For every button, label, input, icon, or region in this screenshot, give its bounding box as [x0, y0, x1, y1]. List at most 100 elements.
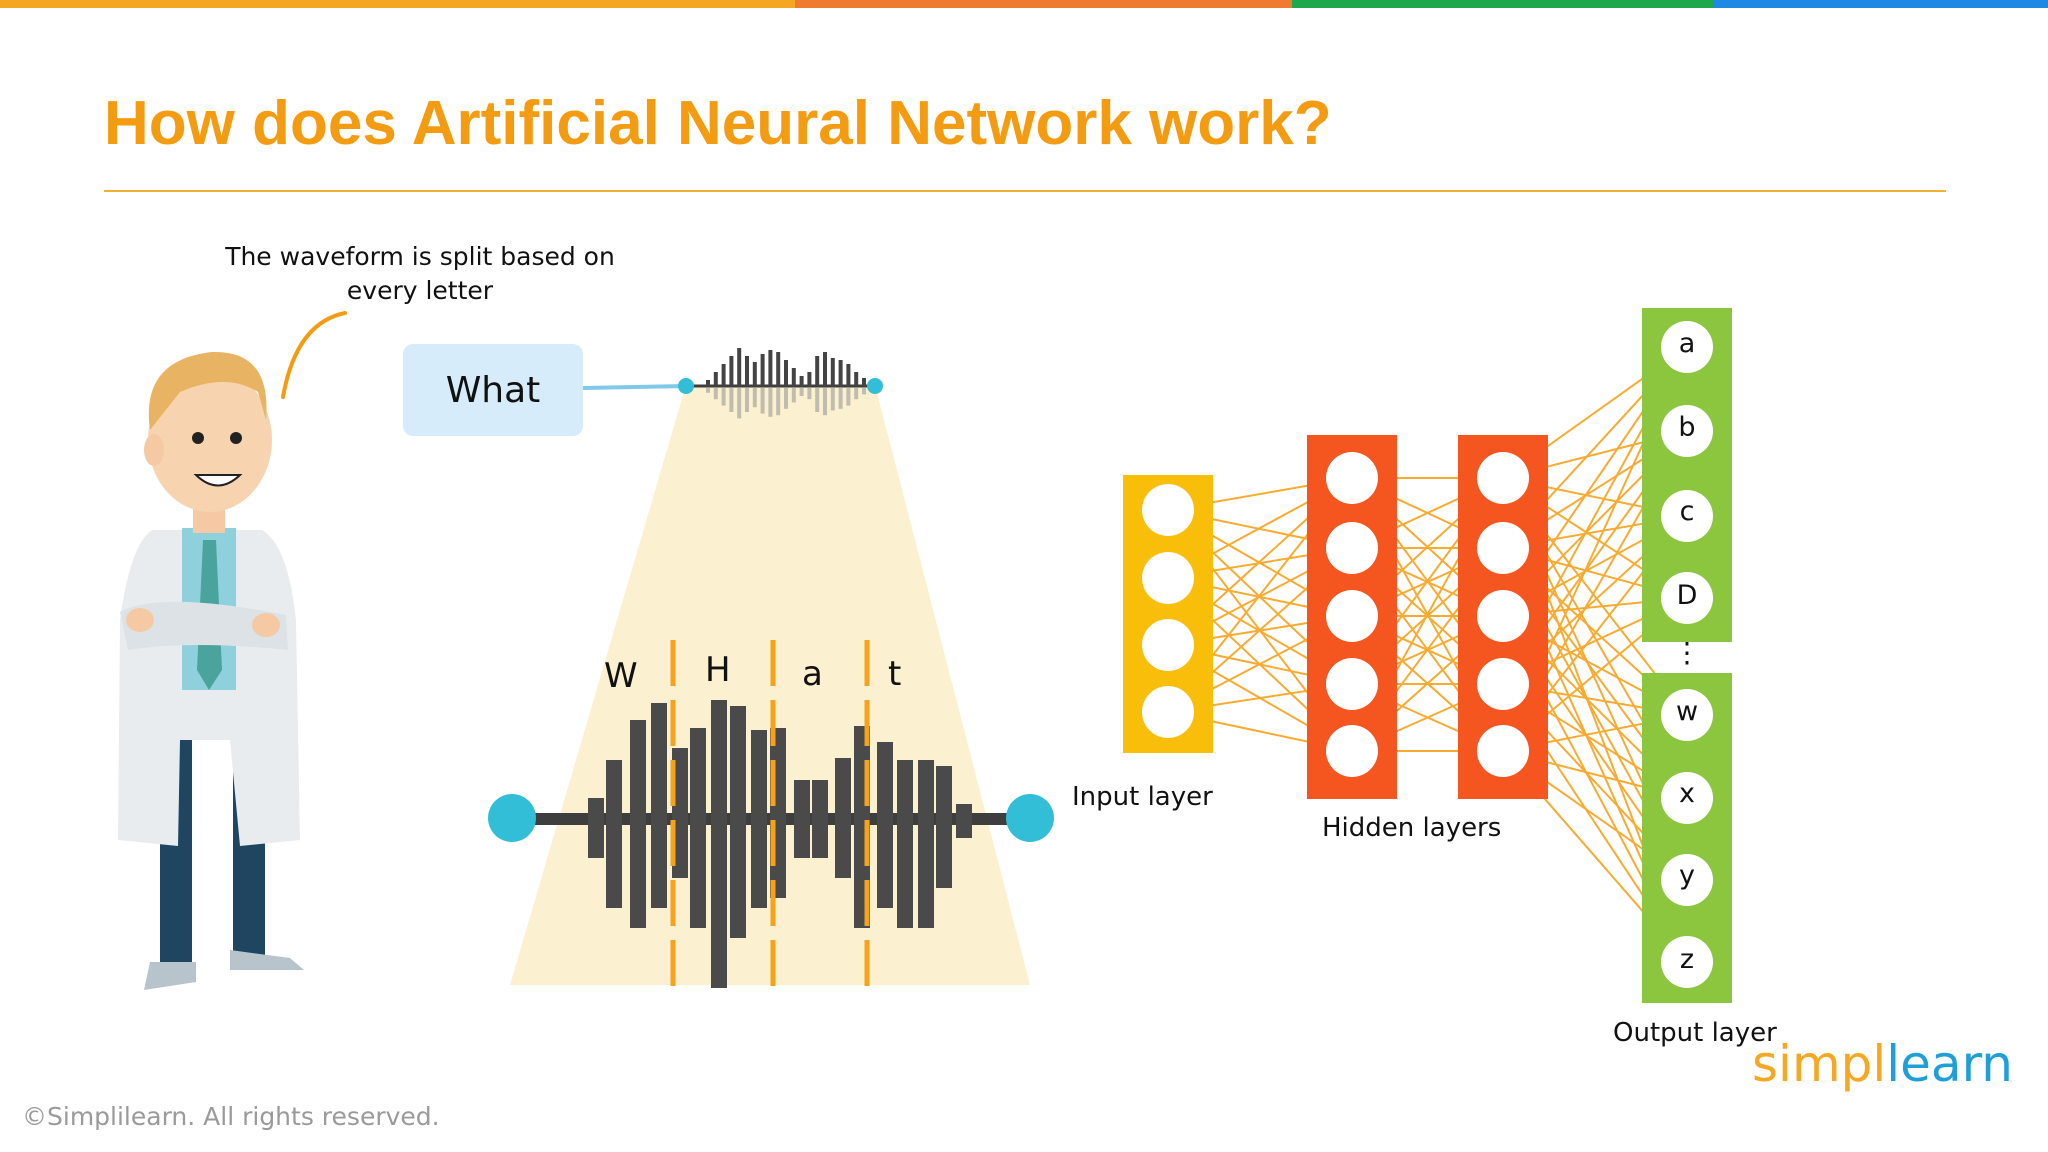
output-node-3 — [1661, 490, 1713, 542]
small-wave-bar-18 — [838, 360, 843, 386]
hidden1-node-1 — [1326, 452, 1378, 504]
logo-part-1: simpl — [1752, 1035, 1887, 1093]
small-wave-bar-20 — [854, 372, 859, 386]
small-wave-shadow-11 — [784, 388, 788, 409]
input-node-4 — [1142, 686, 1194, 738]
small-wave-bar-5 — [737, 348, 742, 386]
output-node-label-x: x — [1679, 778, 1695, 809]
small-wave-bar-6 — [745, 356, 749, 386]
small-wave-shadow-7 — [752, 388, 757, 408]
big-wave-bar-8 — [730, 706, 746, 938]
small-wave-shadow-14 — [807, 388, 812, 400]
small-wave-shadow-21 — [862, 388, 866, 395]
small-wave-bar-4 — [729, 356, 734, 386]
logo-part-2: learn — [1886, 1035, 2013, 1093]
bar-segment-blue — [1713, 0, 2048, 8]
small-wave-bar-3 — [721, 364, 726, 386]
big-wave-bar-19 — [956, 804, 972, 838]
small-wave-shadow-18 — [838, 388, 843, 409]
hidden1-node-2 — [1326, 522, 1378, 574]
big-wave-bar-17 — [918, 760, 934, 928]
small-wave-shadow-5 — [737, 388, 742, 419]
big-wave-bar-18 — [936, 766, 952, 888]
small-wave-shadow-3 — [721, 388, 726, 406]
small-wave-bar-21 — [862, 378, 866, 386]
output-node-4 — [1661, 572, 1713, 624]
big-wave-bar-13 — [835, 758, 851, 878]
input-node-3 — [1142, 619, 1194, 671]
small-wave-bar-14 — [807, 372, 812, 386]
speech-bubble: What — [403, 344, 583, 436]
input-node-2 — [1142, 552, 1194, 604]
small-wave-bar-2 — [713, 372, 718, 386]
big-wave-bar-11 — [794, 780, 810, 858]
big-wave-bar-10 — [770, 728, 786, 898]
small-wave-bar-19 — [846, 364, 851, 386]
small-wave-left-cap — [678, 378, 694, 394]
letter-label-1: W — [604, 656, 638, 696]
small-wave-bar-12 — [791, 368, 796, 386]
person-figure-icon — [118, 351, 304, 990]
input-layer-label: Input layer — [1072, 782, 1213, 812]
hidden2-node-1 — [1477, 452, 1529, 504]
small-wave-shadow-13 — [799, 388, 804, 396]
small-wave-bar-7 — [752, 362, 757, 386]
small-wave-shadow-20 — [854, 388, 859, 400]
big-wave-bar-7 — [711, 700, 727, 988]
speech-arc-icon — [281, 311, 347, 399]
output-node-6 — [1661, 772, 1713, 824]
hidden2-node-5 — [1477, 725, 1529, 777]
hidden-layers-label: Hidden layers — [1322, 813, 1502, 843]
hidden2-node-3 — [1477, 590, 1529, 642]
small-wave-shadow-15 — [815, 388, 820, 412]
output-node-7 — [1661, 854, 1713, 906]
hidden1-node-5 — [1326, 725, 1378, 777]
output-node-5 — [1661, 689, 1713, 741]
big-wave-bar-4 — [651, 703, 667, 908]
bar-segment-green — [1292, 0, 1713, 8]
big-wave-bar-5 — [672, 748, 688, 878]
small-wave-bar-11 — [784, 360, 788, 386]
hidden2-node-2 — [1477, 522, 1529, 574]
output-node-label-d: D — [1676, 580, 1698, 611]
output-node-8 — [1661, 936, 1713, 988]
letter-label-2: H — [705, 650, 731, 690]
output-node-label-z: z — [1679, 944, 1695, 975]
network-nodes — [1142, 321, 1713, 988]
hidden1-node-3 — [1326, 590, 1378, 642]
speech-bubble-text: What — [445, 369, 541, 411]
small-wave-shadow-4 — [729, 388, 734, 412]
big-wave-bar-9 — [751, 730, 767, 908]
small-wave-right-cap — [867, 378, 883, 394]
big-wave-bar-1 — [588, 798, 604, 858]
small-wave-bar-15 — [815, 356, 820, 386]
small-wave-shadow-16 — [823, 388, 827, 416]
small-wave-bar-9 — [768, 350, 773, 386]
small-wave-shadow-10 — [776, 388, 781, 416]
output-node-label-b: b — [1678, 412, 1696, 443]
output-node-label-w: w — [1675, 696, 1699, 727]
big-wave-bar-16 — [897, 760, 913, 928]
big-wave-bar-6 — [690, 728, 706, 928]
small-waveform — [686, 348, 875, 419]
small-wave-shadow-8 — [760, 388, 765, 414]
small-wave-bar-8 — [760, 354, 765, 386]
small-wave-bar-17 — [830, 358, 835, 386]
copyright-notice: ©Simplilearn. All rights reserved. — [22, 1102, 440, 1131]
title-divider — [104, 190, 1946, 192]
bar-segment-orange — [0, 0, 795, 8]
hidden2-node-4 — [1477, 658, 1529, 710]
network-connections — [1167, 346, 1688, 963]
small-wave-shadow-19 — [846, 388, 851, 406]
small-wave-shadow-17 — [830, 388, 835, 411]
small-wave-shadow-2 — [713, 388, 718, 400]
big-wave-right-cap — [1006, 794, 1054, 842]
hidden1-node-4 — [1326, 658, 1378, 710]
waveform-caption: The waveform is split based on every let… — [225, 242, 615, 305]
big-wave-bar-2 — [606, 760, 622, 908]
output-node-1 — [1661, 321, 1713, 373]
output-node-label-a: a — [1678, 328, 1696, 359]
letter-label-3: a — [802, 654, 823, 694]
simplilearn-logo: simpllearn — [1752, 1035, 2013, 1093]
small-wave-bar-10 — [776, 352, 781, 386]
